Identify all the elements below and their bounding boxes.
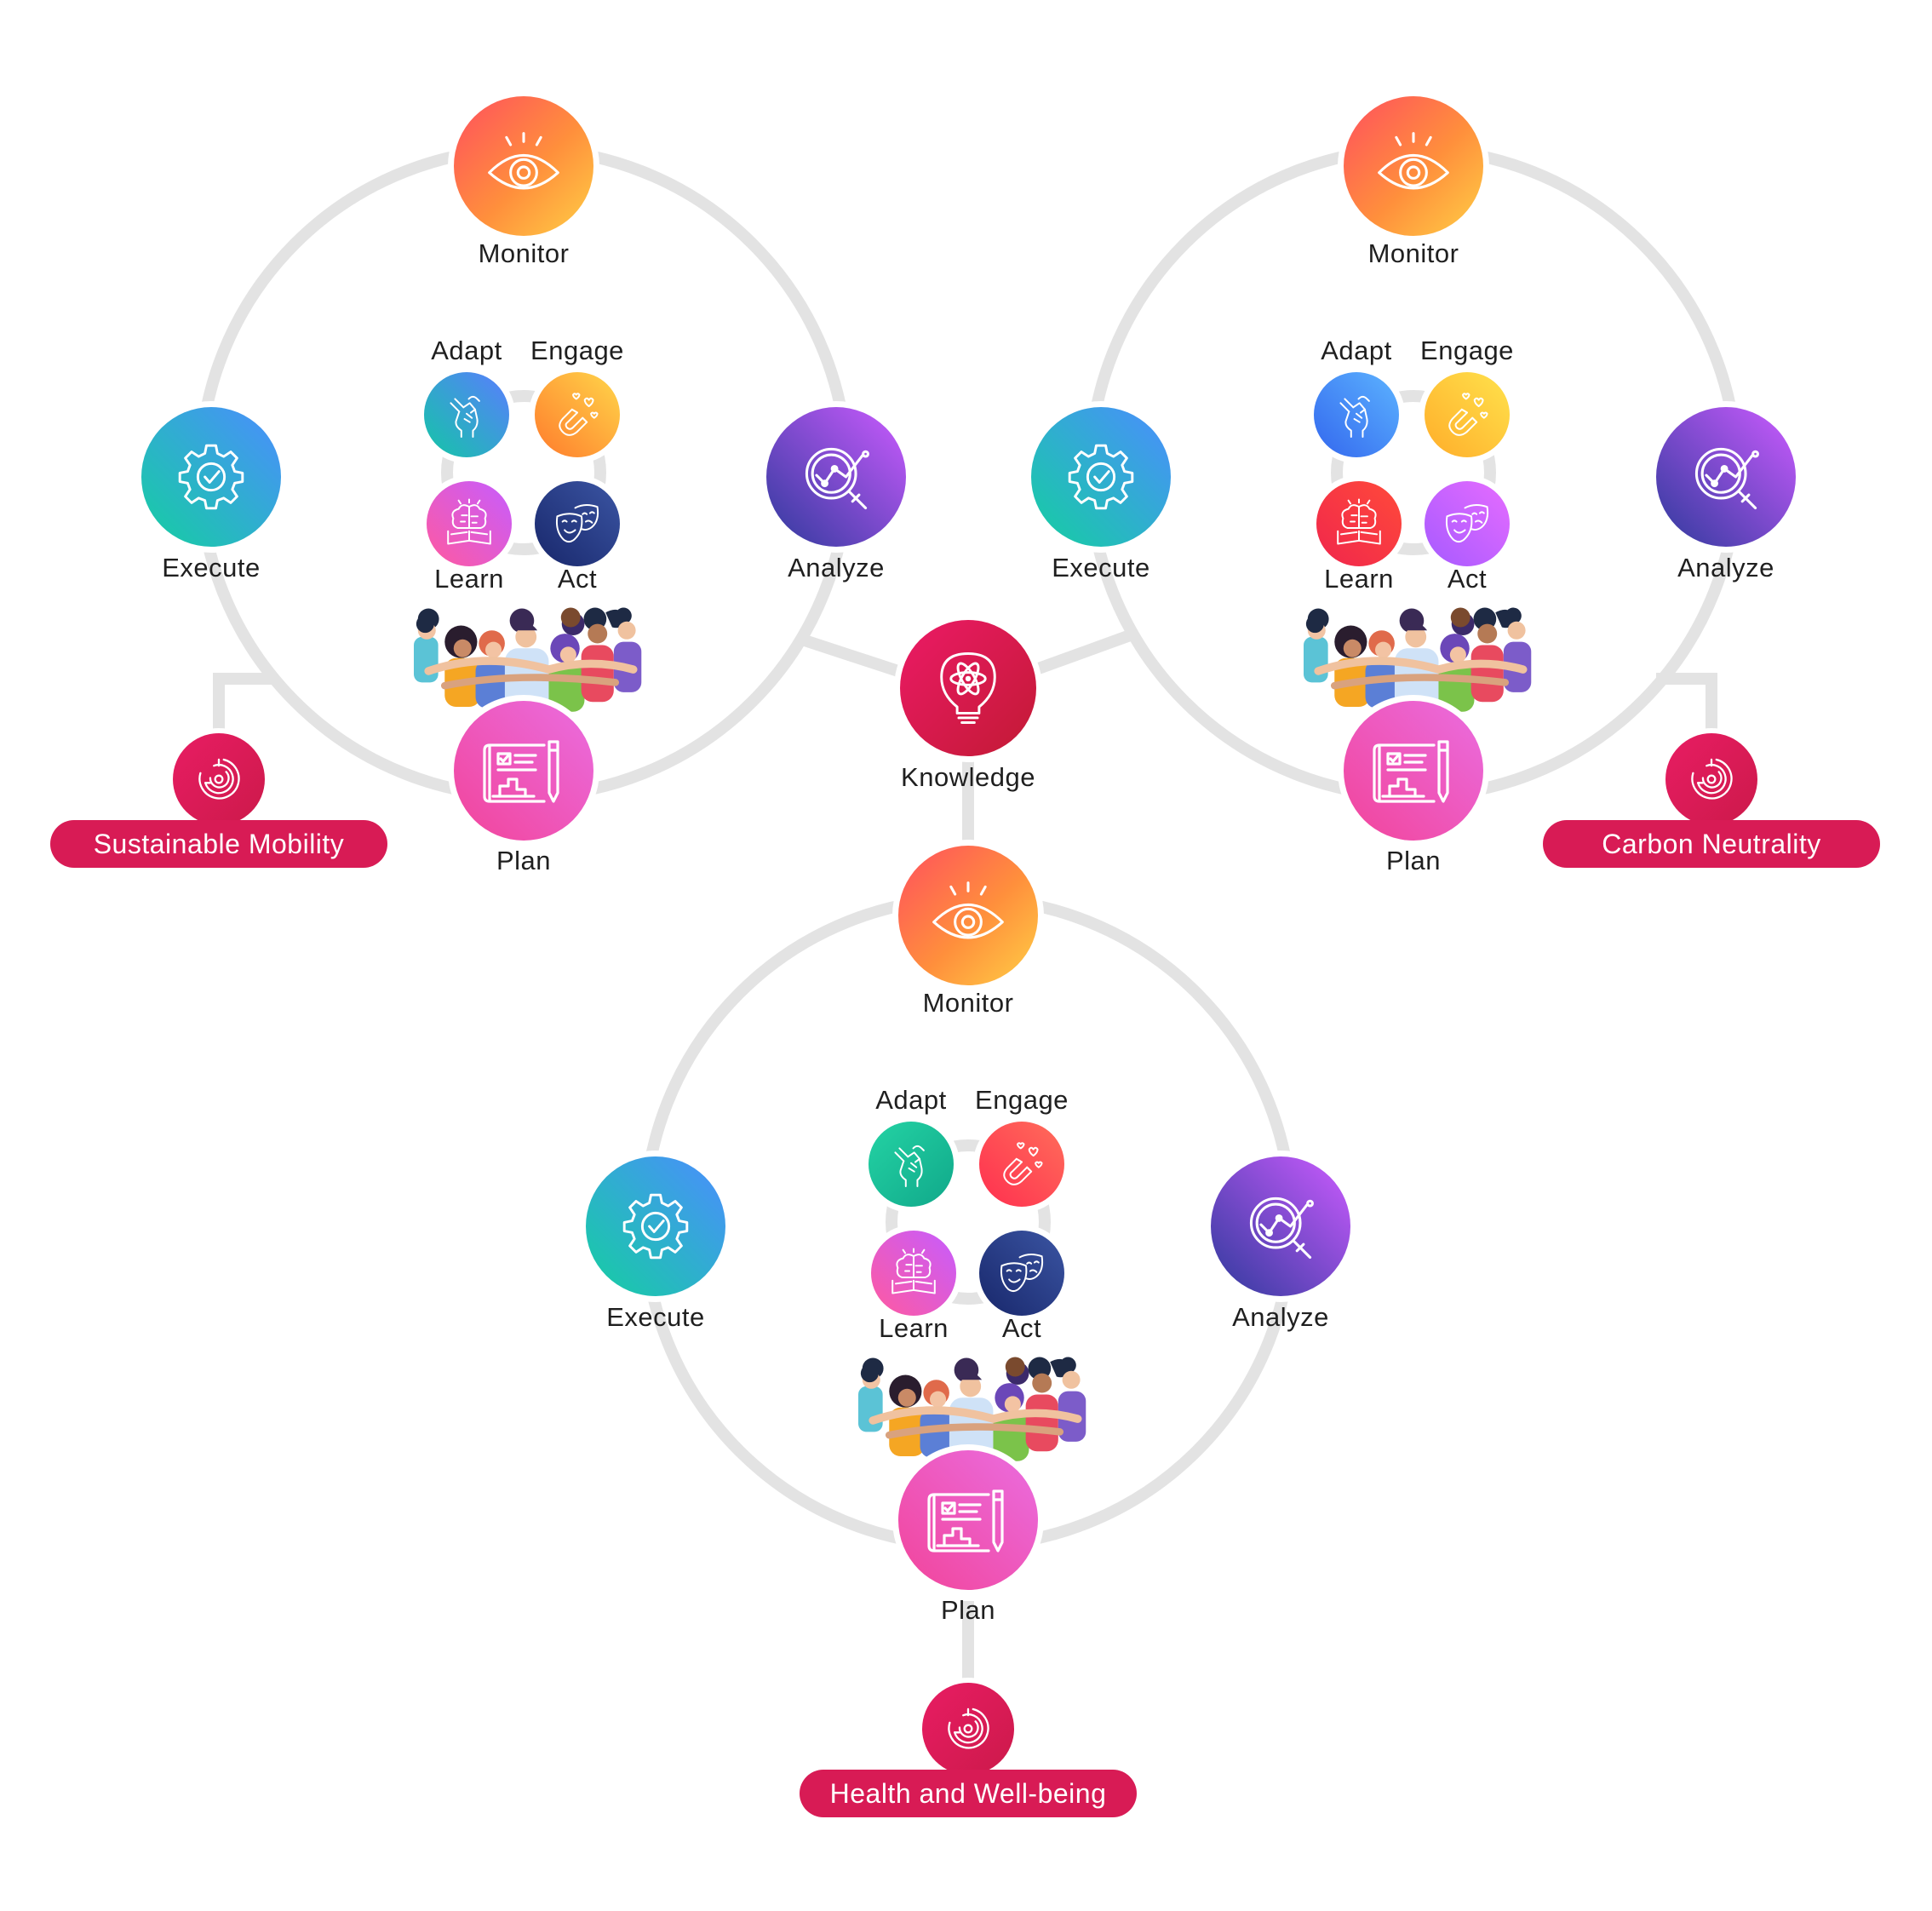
monitor-node [1338, 90, 1489, 242]
analyze-node-circle [1211, 1156, 1350, 1296]
knowledge-node [894, 614, 1042, 762]
knowledge-label: Knowledge [901, 762, 1035, 792]
analyze-label: Analyze [788, 553, 885, 582]
act-node [529, 475, 626, 572]
act-node-circle [979, 1231, 1064, 1316]
analyze-node-circle [1656, 407, 1796, 547]
adapt-node [418, 366, 515, 463]
engage-node-circle [979, 1122, 1064, 1207]
plan-node [1338, 695, 1489, 846]
analyze-node [760, 401, 912, 553]
act-label: Act [1002, 1313, 1041, 1343]
focus-area: Health and Well-being [800, 1678, 1137, 1817]
adapt-label: Adapt [1321, 336, 1392, 365]
focus-area-pill [800, 1770, 1137, 1817]
analyze-label: Analyze [1677, 553, 1774, 582]
focus-area-label: Health and Well-being [830, 1778, 1107, 1809]
monitor-label: Monitor [923, 988, 1014, 1018]
focus-area: Sustainable Mobility [50, 728, 387, 868]
plan-label: Plan [496, 846, 551, 875]
focus-area-label: Carbon Neutrality [1602, 829, 1821, 859]
execute-node-circle [1031, 407, 1171, 547]
monitor-label: Monitor [1368, 238, 1459, 268]
execute-node [135, 401, 287, 553]
plan-label: Plan [941, 1595, 995, 1625]
plan-node [448, 695, 599, 846]
engage-node-circle [535, 372, 620, 457]
learn-node [421, 475, 518, 572]
focus-area-circle [922, 1683, 1014, 1775]
act-node [973, 1225, 1070, 1322]
act-label: Act [1448, 564, 1487, 594]
execute-label: Execute [1052, 553, 1150, 582]
learn-label: Learn [434, 564, 504, 594]
inner-ring [886, 1139, 1051, 1305]
learn-node [1310, 475, 1407, 572]
execute-label: Execute [162, 553, 261, 582]
engage-label: Engage [1420, 336, 1514, 365]
monitor-node [448, 90, 599, 242]
execute-node-circle [586, 1156, 725, 1296]
act-label: Act [558, 564, 597, 594]
analyze-node [1205, 1151, 1356, 1302]
monitor-label: Monitor [479, 238, 570, 268]
focus-area-circle [1665, 733, 1757, 825]
act-node [1419, 475, 1516, 572]
learn-label: Learn [879, 1313, 949, 1343]
analyze-node-circle [766, 407, 906, 547]
engage-label: Engage [530, 336, 624, 365]
learn-node [865, 1225, 962, 1322]
execute-label: Execute [606, 1302, 705, 1332]
adapt-node [1308, 366, 1405, 463]
focus-area-label: Sustainable Mobility [94, 829, 345, 859]
knowledge-node-group: Knowledge [894, 614, 1042, 792]
inner-ring [1331, 390, 1496, 555]
adapt-node [863, 1116, 960, 1213]
engage-label: Engage [975, 1085, 1069, 1115]
analyze-node [1650, 401, 1802, 553]
learn-label: Learn [1324, 564, 1394, 594]
act-node-circle [535, 481, 620, 566]
engage-node [1419, 366, 1516, 463]
plan-node [892, 1444, 1044, 1596]
focus-area: Carbon Neutrality [1543, 728, 1880, 868]
analyze-label: Analyze [1232, 1302, 1329, 1332]
engage-node [529, 366, 626, 463]
execute-node [580, 1151, 731, 1302]
inner-ring [441, 390, 606, 555]
monitor-node [892, 840, 1044, 991]
plan-label: Plan [1386, 846, 1441, 875]
execute-node [1025, 401, 1177, 553]
focus-area-pill [50, 820, 387, 868]
engage-node [973, 1116, 1070, 1213]
execute-node-circle [141, 407, 281, 547]
focus-area-circle [173, 733, 265, 825]
act-node-circle [1425, 481, 1510, 566]
engage-node-circle [1425, 372, 1510, 457]
adapt-label: Adapt [431, 336, 502, 365]
adapt-label: Adapt [875, 1085, 947, 1115]
focus-area-pill [1543, 820, 1880, 868]
